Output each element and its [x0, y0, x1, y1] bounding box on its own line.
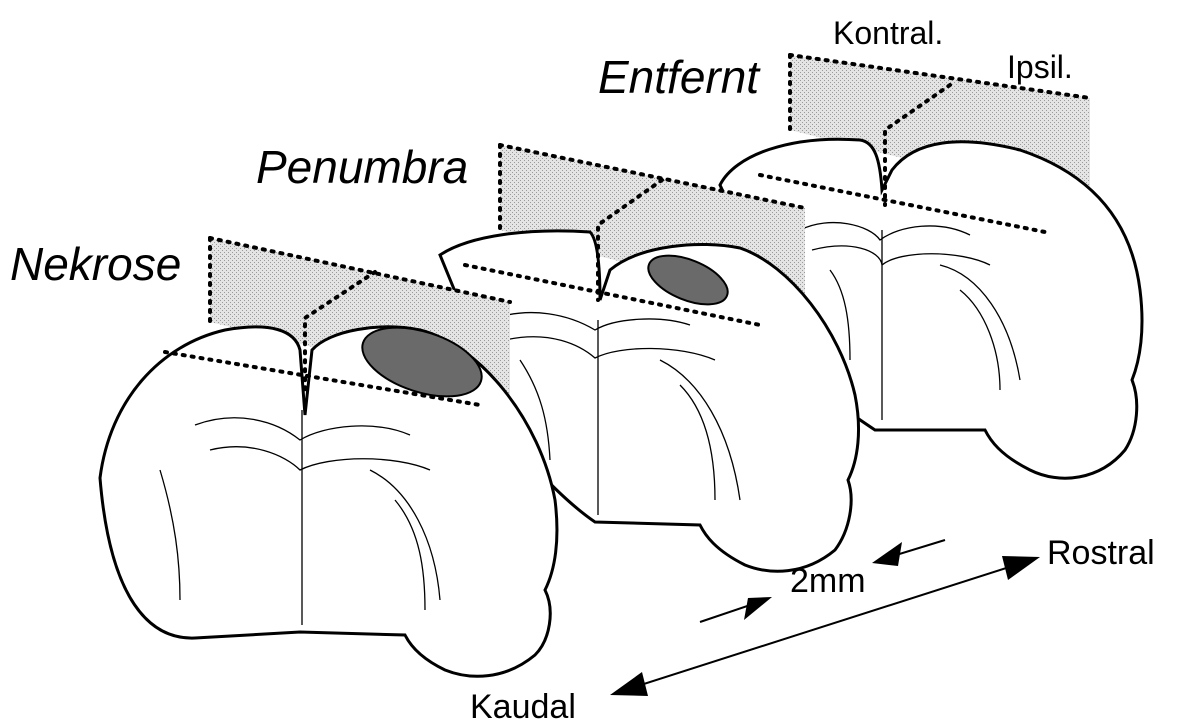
axis-arrowhead-rostral [1002, 556, 1040, 580]
slice-nekrose [100, 238, 557, 676]
label-ipsil: Ipsil. [1007, 49, 1073, 85]
label-kontral: Kontral. [833, 15, 943, 51]
label-nekrose: Nekrose [10, 238, 181, 290]
distance-arrowhead-left [744, 597, 772, 620]
axis-arrowhead-kaudal [610, 672, 648, 696]
label-entfernt: Entfernt [598, 51, 761, 103]
label-penumbra: Penumbra [256, 141, 468, 193]
label-distance: 2mm [790, 562, 866, 600]
label-rostral: Rostral [1047, 534, 1155, 572]
distance-arrowhead-right [872, 542, 902, 566]
label-kaudal: Kaudal [470, 688, 576, 722]
